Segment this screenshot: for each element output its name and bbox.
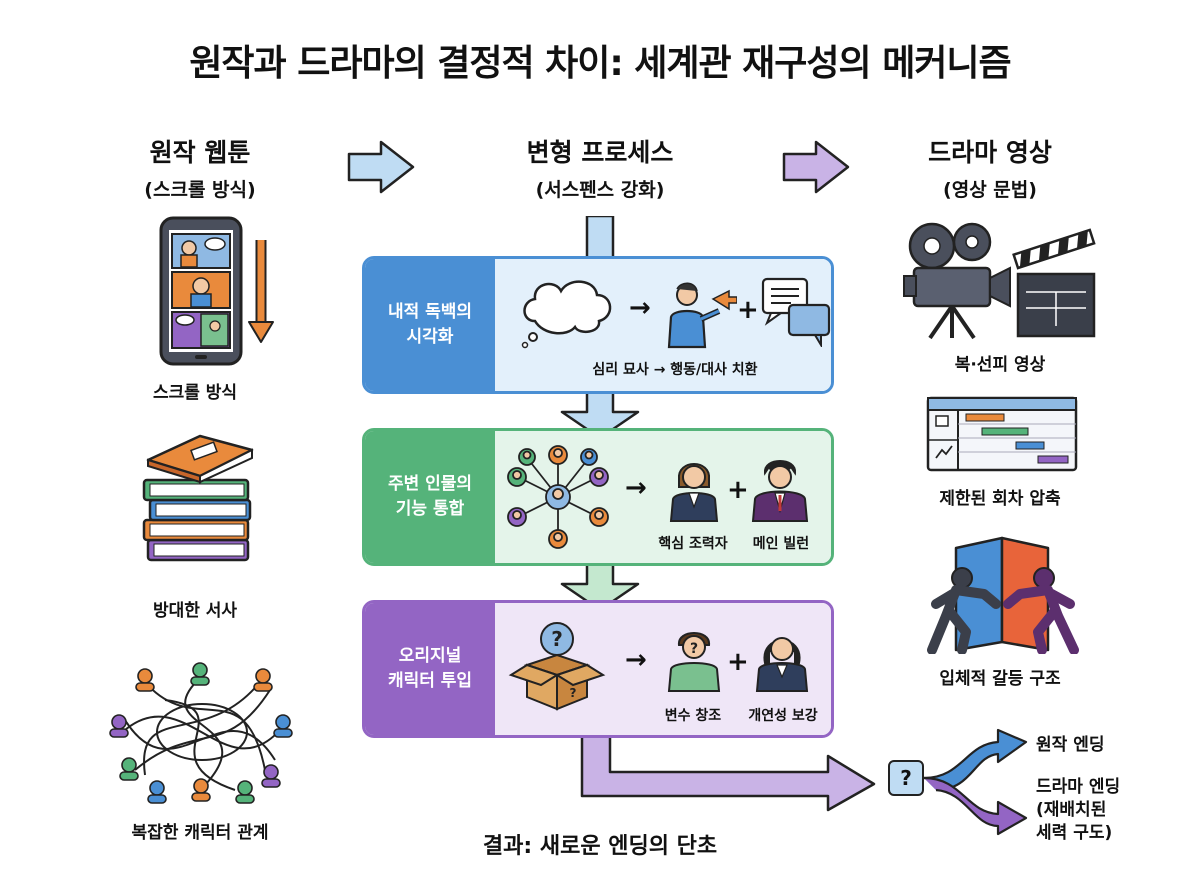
left-item-label-scroll: 스크롤 방식 bbox=[152, 383, 238, 403]
middle-column-title: 변형 프로세스 bbox=[526, 138, 674, 167]
plus-sign-2: + bbox=[727, 475, 749, 505]
ending-drama-label: 드라마 엔딩 (재배치된 세력 구도) bbox=[1036, 776, 1120, 845]
ending-question-box: ? bbox=[888, 760, 924, 796]
stage-body: → + 핵심 조력자 메인 빌런 bbox=[495, 431, 831, 563]
left-column-subtitle: (스크롤 방식) bbox=[144, 179, 256, 201]
mystery-box-icon: ? ? bbox=[508, 622, 606, 711]
flow-shaft-top-icon bbox=[585, 216, 615, 260]
left-item-label-narrative: 방대한 서사 bbox=[152, 601, 238, 621]
conflict-figures-icon bbox=[927, 536, 1079, 654]
right-column-subtitle: (영상 문법) bbox=[943, 179, 1037, 201]
right-item-label-foreshadow: 복·선피 영상 bbox=[954, 355, 1046, 375]
middle-column-subtitle: (서스펜스 강화) bbox=[535, 179, 665, 201]
stage-internal-monologue: 내적 독백의 시각화 → + 심리 묘사 → 행동/대사 치환 bbox=[362, 256, 834, 394]
villain-character-icon bbox=[751, 460, 809, 522]
right-item-label-compression: 제한된 회차 압축 bbox=[939, 489, 1061, 509]
transform-arrow-3: → bbox=[625, 645, 647, 675]
header-arrow-blue-icon bbox=[347, 140, 415, 194]
speech-bubbles-icon bbox=[761, 277, 831, 347]
smartphone-scroll-icon bbox=[159, 216, 274, 366]
svg-text:?: ? bbox=[551, 627, 563, 651]
film-camera-clapperboard-icon bbox=[903, 222, 1096, 340]
svg-text:?: ? bbox=[690, 641, 698, 657]
transform-arrow-1: → bbox=[629, 293, 651, 323]
book-stack-icon bbox=[142, 434, 254, 562]
stage-body: ? ? → ? + 변수 창조 개연성 보강 bbox=[495, 603, 831, 735]
transform-arrow-2: → bbox=[625, 473, 647, 503]
gesturing-person-icon bbox=[667, 282, 737, 349]
right-column-header: 드라마 영상 (영상 문법) bbox=[880, 133, 1100, 202]
stage-label: 내적 독백의 시각화 bbox=[365, 259, 495, 391]
character-network-icon bbox=[507, 445, 609, 549]
tangled-network-icon bbox=[109, 662, 293, 804]
thought-cloud-icon bbox=[521, 280, 612, 349]
stage-original-character: 오리지널 캐릭터 투입 ? ? → ? + 변수 창조 개연성 보강 bbox=[362, 600, 834, 738]
ending-drama-line3: 세력 구도) bbox=[1036, 822, 1113, 843]
ending-original-label: 원작 엔딩 bbox=[1036, 735, 1105, 755]
ending-drama-line2: (재배치된 bbox=[1036, 799, 1107, 820]
right-item-label-conflict: 입체적 갈등 구조 bbox=[939, 669, 1061, 689]
left-column-header: 원작 웹툰 (스크롤 방식) bbox=[95, 133, 305, 202]
stage-body: → + 심리 묘사 → 행동/대사 치환 bbox=[495, 259, 831, 391]
left-item-label-relationships: 복잡한 캐릭터 관계 bbox=[131, 823, 269, 843]
timeline-chart-icon bbox=[926, 396, 1078, 472]
middle-column-header: 변형 프로세스 (서스펜스 강화) bbox=[480, 133, 720, 202]
header-arrow-purple-icon bbox=[782, 140, 850, 194]
stage-label: 주변 인물의 기능 통합 bbox=[365, 431, 495, 563]
villain-caption: 메인 빌런 bbox=[752, 536, 810, 552]
result-text: 결과: 새로운 엔딩의 단초 bbox=[482, 834, 718, 859]
left-column-title: 원작 웹툰 bbox=[149, 138, 251, 167]
flow-arrow-to-ending-icon bbox=[580, 732, 876, 812]
plausibility-caption: 개연성 보강 bbox=[748, 708, 818, 724]
plus-sign-1: + bbox=[737, 295, 759, 325]
page-title: 원작과 드라마의 결정적 차이: 세계관 재구성의 메커니즘 bbox=[189, 43, 1011, 84]
ending-drama-line1: 드라마 엔딩 bbox=[1036, 777, 1121, 797]
stage-function-integration: 주변 인물의 기능 통합 → bbox=[362, 428, 834, 566]
new-character-icon: ? bbox=[667, 632, 721, 692]
variable-caption: 변수 창조 bbox=[664, 708, 722, 724]
stage-label: 오리지널 캐릭터 투입 bbox=[365, 603, 495, 735]
helper-caption: 핵심 조력자 bbox=[658, 536, 728, 552]
helper-character-icon bbox=[669, 463, 719, 522]
ending-branch-arrows-icon bbox=[923, 728, 1028, 836]
plus-sign-3: + bbox=[727, 647, 749, 677]
right-column-title: 드라마 영상 bbox=[928, 138, 1052, 167]
stage-caption: 심리 묘사 → 행동/대사 치환 bbox=[592, 362, 758, 378]
svg-text:?: ? bbox=[570, 686, 577, 700]
plausibility-character-icon bbox=[755, 637, 809, 692]
